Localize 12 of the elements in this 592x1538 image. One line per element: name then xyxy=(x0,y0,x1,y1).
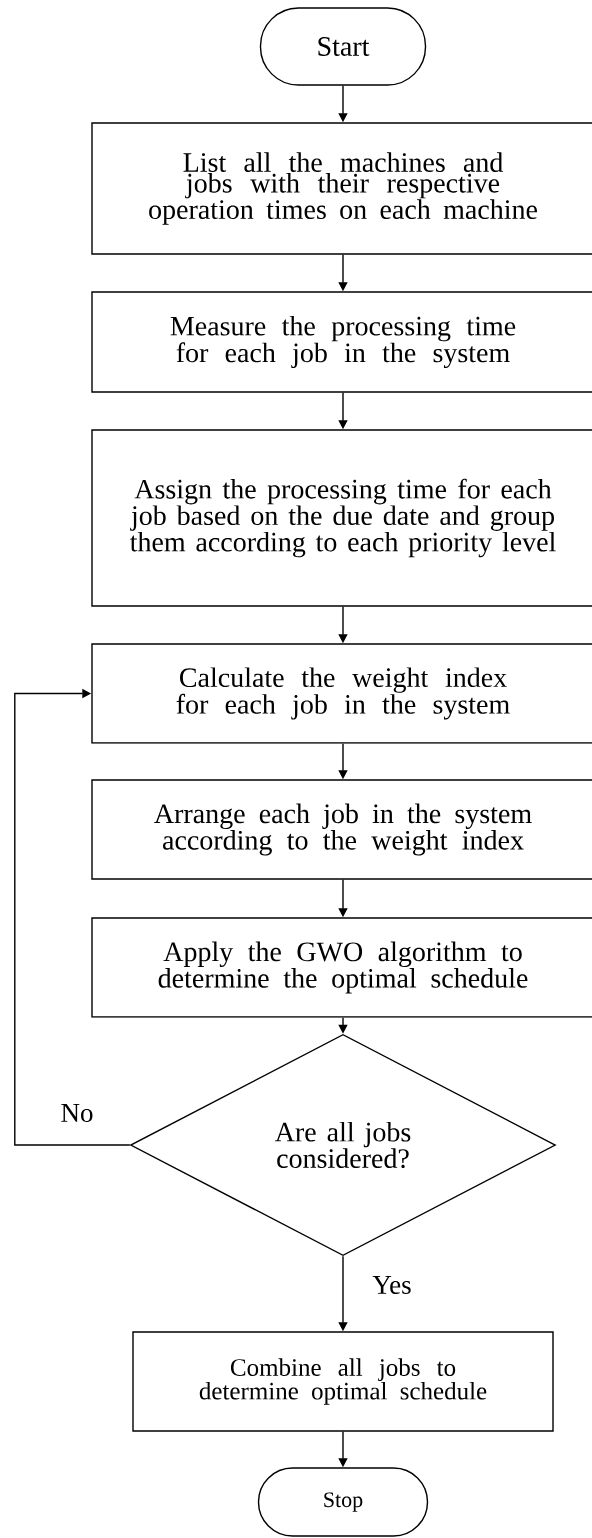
process-box: List all the machines and jobs with their respective operation times on each machine xyxy=(91,122,592,255)
process-box: Apply the GWO algorithm to determine the optimal schedule xyxy=(91,917,592,1018)
edge-label: Yes xyxy=(371,1275,413,1295)
process-box: Combine all jobs to determine optimal schedule xyxy=(132,1331,554,1432)
edge-label: No xyxy=(59,1103,95,1123)
arrow xyxy=(14,688,131,1146)
process-box: Measure the processing time for each job in the system xyxy=(91,291,592,393)
process-box: Assign the processing time for each job based on the due date and group them according to each priority level xyxy=(91,429,592,607)
terminal-box: Start xyxy=(259,7,427,86)
terminal-box: Stop xyxy=(257,1467,429,1537)
process-box: Calculate the weight index for each job in the system xyxy=(91,643,592,744)
process-box: Arrange each job in the system according to the weight index xyxy=(91,779,592,880)
